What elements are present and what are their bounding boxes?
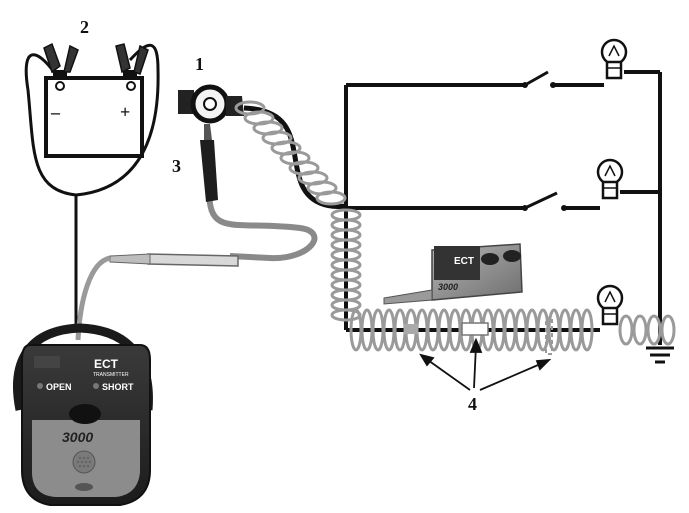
- coil-loop-ground: [618, 314, 634, 346]
- battery-body: [44, 76, 144, 158]
- open-indicator-led: [37, 383, 43, 389]
- logo-badge: [75, 483, 93, 491]
- lamp-bottom: [596, 284, 624, 326]
- transmitter-power-button[interactable]: [69, 404, 101, 424]
- callout-3: 3: [172, 156, 181, 176]
- short-indicator-led: [93, 383, 99, 389]
- receiver-unit: ECT 3000: [383, 243, 523, 305]
- transmitter-model: ECT: [94, 357, 119, 371]
- receiver-number: 3000: [438, 282, 458, 292]
- battery-minus-sign: –: [50, 102, 61, 122]
- coil-loop-ground: [632, 314, 648, 346]
- probe-clip: [200, 140, 218, 202]
- coil-loop-ground: [646, 314, 662, 346]
- callout-4: 4: [468, 394, 477, 414]
- positive-clamp: [115, 43, 149, 91]
- coil-loop-ground: [660, 314, 676, 346]
- battery-terminal-positive: [123, 70, 137, 80]
- switch-middle: [522, 191, 567, 211]
- switch-top: [522, 70, 556, 88]
- negative-clamp: [43, 42, 79, 91]
- lamp-top: [600, 38, 628, 80]
- marker-white: [461, 322, 489, 336]
- battery-terminal-negative: [53, 70, 67, 80]
- marker-gray: [404, 324, 418, 334]
- receiver-model: ECT: [454, 256, 474, 267]
- transmitter-number: 3000: [62, 429, 93, 445]
- short-label: SHORT: [102, 382, 134, 392]
- marker-dashed: [545, 317, 553, 355]
- callout-4-arrows: [419, 337, 552, 391]
- callout-2: 2: [80, 17, 89, 37]
- battery-plus-sign: +: [120, 102, 130, 122]
- transmitter-subtitle: TRANSMITTER: [93, 372, 129, 378]
- probe-handle: [147, 253, 239, 267]
- lamp-middle: [596, 158, 624, 200]
- coil-loop-upper: [315, 190, 347, 206]
- speaker-grille: [72, 450, 96, 474]
- probe-lead: [75, 124, 318, 341]
- transmitter-device: ECT TRANSMITTER OPEN SHORT 3000: [13, 323, 153, 506]
- callout-1: 1: [195, 54, 204, 74]
- battery-lead-wire: [24, 43, 160, 197]
- battery-assembly: – +: [24, 42, 160, 330]
- coil-loop-horizontal: [580, 308, 594, 352]
- open-label: OPEN: [46, 382, 72, 392]
- ground-symbol: [646, 346, 674, 364]
- probe-wire: [206, 179, 318, 262]
